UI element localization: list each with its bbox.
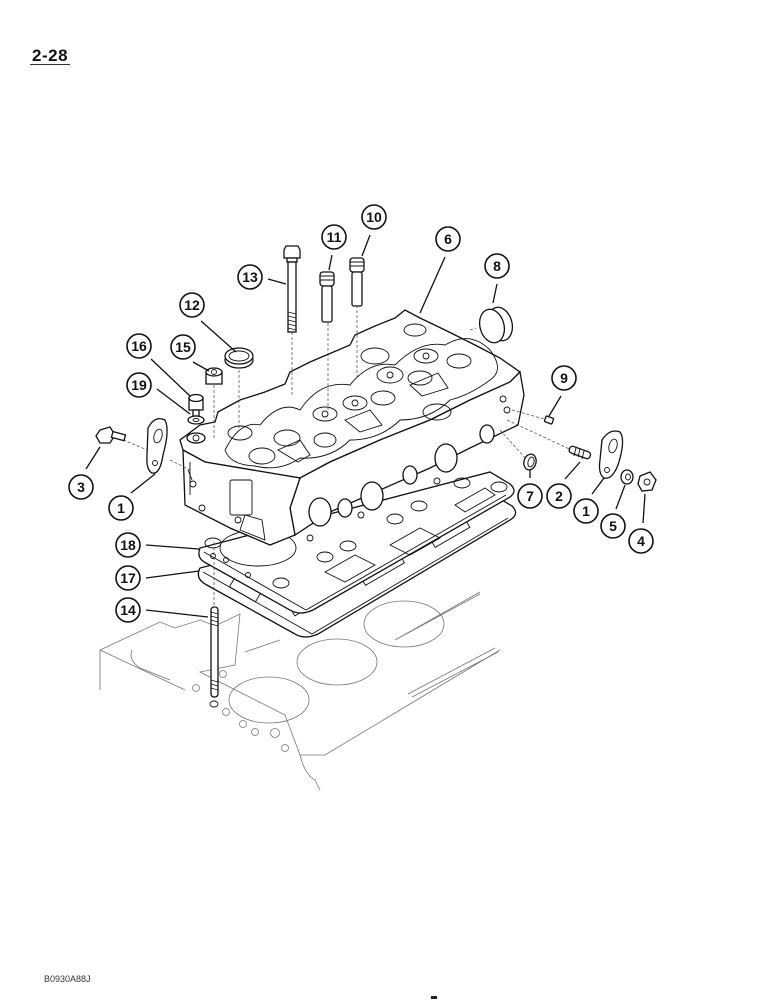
page-number-underline bbox=[30, 64, 70, 65]
part-4-nut bbox=[637, 471, 657, 492]
part-14-stud bbox=[209, 606, 219, 708]
part-2-stud bbox=[568, 445, 592, 460]
callout-14[interactable]: 14 bbox=[115, 597, 141, 623]
callout-group: 6 8 9 10 11 12 13 15 16 19 3 1 7 2 1 5 4… bbox=[68, 204, 654, 623]
part-12-cap bbox=[224, 347, 254, 369]
leader-13 bbox=[267, 278, 287, 285]
callout-6[interactable]: 6 bbox=[435, 226, 461, 252]
svg-text:12: 12 bbox=[184, 297, 200, 313]
leader-4 bbox=[642, 493, 646, 524]
leader-5 bbox=[615, 484, 626, 510]
part-5-lock-washer bbox=[620, 469, 634, 485]
leader-15 bbox=[192, 361, 210, 372]
part-9-set-screw bbox=[543, 415, 555, 425]
part-11-valve-guide bbox=[319, 271, 335, 323]
engine-block-outline bbox=[99, 591, 501, 791]
leader-16 bbox=[150, 358, 191, 397]
callout-2[interactable]: 2 bbox=[546, 483, 572, 509]
head-gasket-18 bbox=[198, 471, 515, 614]
callout-15[interactable]: 15 bbox=[170, 334, 196, 360]
svg-text:7: 7 bbox=[526, 488, 534, 504]
svg-text:18: 18 bbox=[120, 537, 136, 553]
part-13-head-bolt bbox=[283, 245, 301, 333]
leader-1b bbox=[591, 477, 605, 495]
svg-text:1: 1 bbox=[582, 503, 590, 519]
leader-6 bbox=[419, 256, 446, 314]
svg-text:10: 10 bbox=[366, 209, 382, 225]
leader-2 bbox=[564, 461, 581, 480]
leader-1a bbox=[130, 473, 156, 494]
callout-4[interactable]: 4 bbox=[628, 528, 654, 554]
callout-13[interactable]: 13 bbox=[237, 264, 263, 290]
part-3-bolt bbox=[95, 426, 127, 444]
leader-10 bbox=[361, 234, 371, 257]
svg-text:19: 19 bbox=[131, 377, 147, 393]
svg-text:3: 3 bbox=[77, 479, 85, 495]
leader-8 bbox=[492, 283, 498, 304]
part-10-valve-guide bbox=[349, 257, 365, 307]
callout-19[interactable]: 19 bbox=[126, 372, 152, 398]
callout-1-right[interactable]: 1 bbox=[573, 498, 599, 524]
svg-text:17: 17 bbox=[120, 570, 136, 586]
leader-11 bbox=[328, 254, 333, 271]
svg-text:16: 16 bbox=[131, 338, 147, 354]
svg-text:1: 1 bbox=[117, 500, 125, 516]
svg-text:13: 13 bbox=[242, 269, 258, 285]
leader-9 bbox=[548, 395, 562, 417]
svg-text:5: 5 bbox=[609, 518, 617, 534]
cylinder-head bbox=[179, 309, 525, 546]
assembly-lines bbox=[122, 305, 579, 620]
leader-18 bbox=[145, 544, 200, 550]
callout-12[interactable]: 12 bbox=[179, 292, 205, 318]
part-8-expansion-plug bbox=[478, 306, 514, 344]
leader-12 bbox=[200, 320, 237, 353]
svg-text:8: 8 bbox=[493, 258, 501, 274]
leader-19 bbox=[156, 388, 191, 415]
figure-code: B0930A88J bbox=[44, 974, 91, 984]
callout-17[interactable]: 17 bbox=[115, 565, 141, 591]
part-7-plug bbox=[523, 453, 537, 471]
page-number: 2-28 bbox=[32, 46, 69, 65]
callout-5[interactable]: 5 bbox=[600, 513, 626, 539]
svg-text:15: 15 bbox=[175, 339, 191, 355]
callout-10[interactable]: 10 bbox=[361, 204, 387, 230]
leader-14 bbox=[145, 609, 209, 618]
part-1-lifting-eye-left bbox=[146, 417, 168, 474]
svg-text:11: 11 bbox=[327, 229, 342, 245]
part-15-nut bbox=[205, 367, 223, 385]
callout-9[interactable]: 9 bbox=[551, 365, 577, 391]
callout-1-left[interactable]: 1 bbox=[108, 495, 134, 521]
callout-16[interactable]: 16 bbox=[126, 333, 152, 359]
part-16-bolt bbox=[188, 393, 204, 417]
svg-text:4: 4 bbox=[637, 533, 645, 549]
svg-text:9: 9 bbox=[560, 370, 568, 386]
part-1-lifting-eye-right bbox=[598, 430, 624, 479]
leader-3 bbox=[85, 446, 101, 470]
footer-mark bbox=[431, 996, 437, 999]
callout-11[interactable]: 11 bbox=[321, 224, 347, 250]
leader-17 bbox=[145, 570, 200, 579]
callout-3[interactable]: 3 bbox=[68, 474, 94, 500]
svg-text:6: 6 bbox=[444, 231, 452, 247]
svg-text:14: 14 bbox=[120, 602, 136, 618]
callout-7[interactable]: 7 bbox=[517, 483, 543, 509]
part-19-washer bbox=[186, 415, 206, 444]
svg-text:2: 2 bbox=[555, 488, 563, 504]
callout-18[interactable]: 18 bbox=[115, 532, 141, 558]
callout-8[interactable]: 8 bbox=[484, 253, 510, 279]
